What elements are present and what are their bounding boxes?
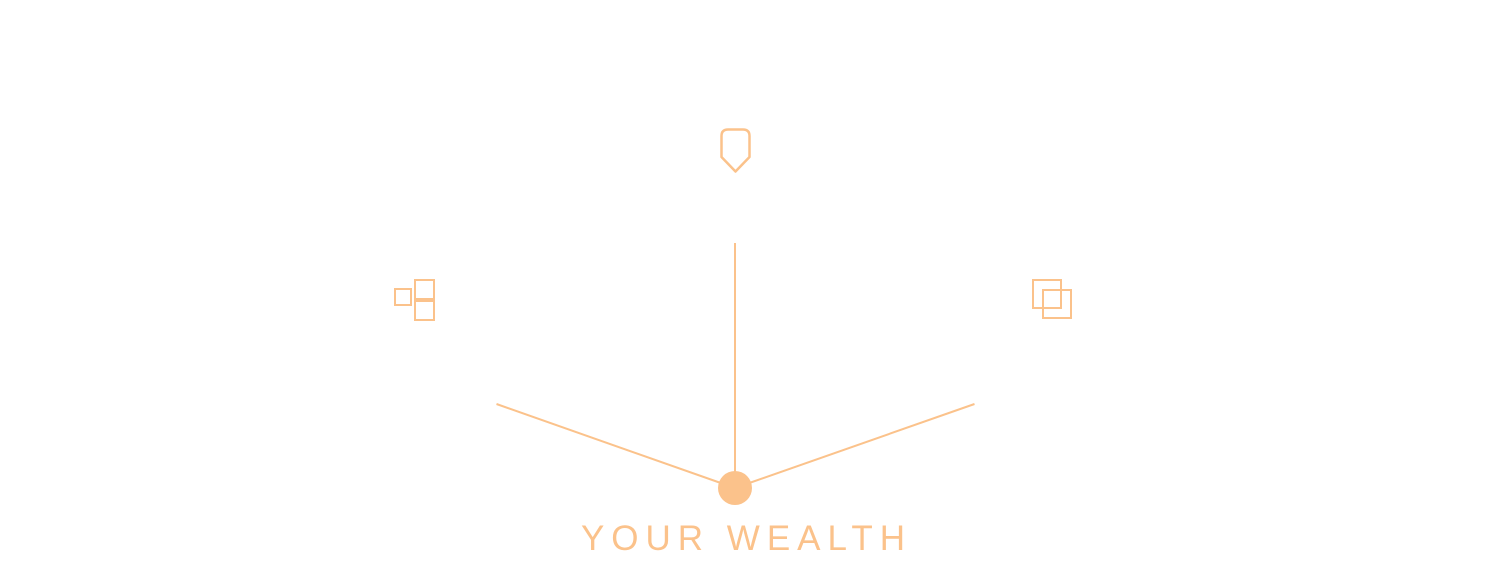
hub-node-circle [718, 471, 752, 505]
block-square-bottom [414, 300, 435, 321]
connector-line-right [734, 403, 975, 489]
building-blocks-icon [394, 279, 435, 321]
overlap-square-back [1032, 279, 1062, 309]
shield-icon [720, 128, 751, 173]
block-square-top [414, 279, 435, 300]
block-square-small [394, 288, 412, 306]
overlapping-squares-icon [1032, 279, 1072, 319]
connector-lines [496, 243, 975, 489]
overlap-square-front [1042, 289, 1072, 319]
shield-outline [720, 128, 751, 173]
connector-line-left [496, 403, 736, 489]
hub-label: YOUR WEALTH [580, 519, 913, 558]
